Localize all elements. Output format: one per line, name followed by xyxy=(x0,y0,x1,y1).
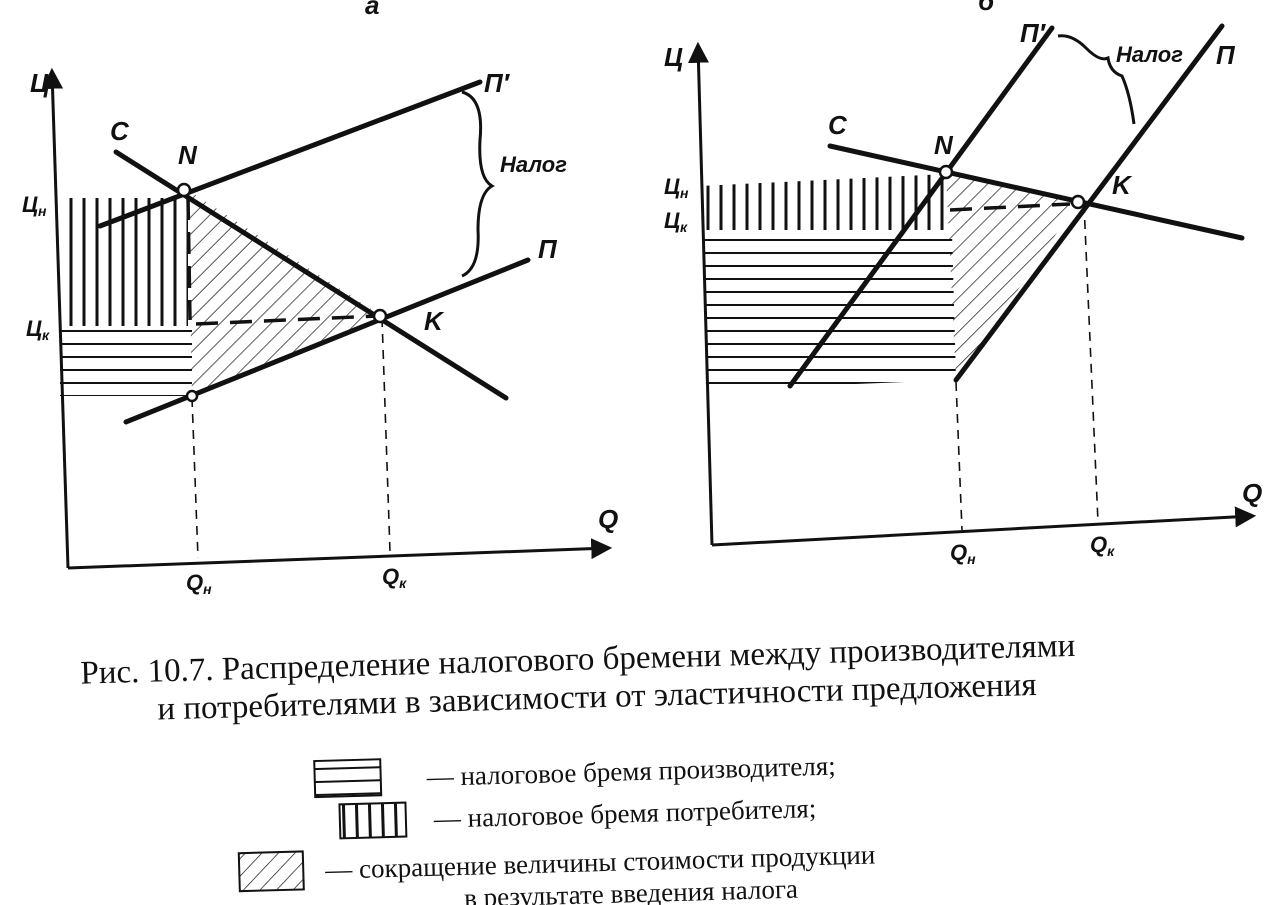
panel-a-label: а xyxy=(365,0,379,20)
panel-a-guide-price-k xyxy=(195,314,379,326)
caption: Рис. 10.7. Распределение налогового брем… xyxy=(80,628,1076,728)
panel-a-deadweight-loss xyxy=(188,190,382,396)
panel-b: б Ц Q Налог С N K П′ П Цн Цк Qн Qк xyxy=(664,0,1262,567)
panel-a-y-axis-label: Ц xyxy=(30,68,49,98)
legend-swatch-horizontal xyxy=(313,758,383,799)
panel-a-supply-taxed-label: П′ xyxy=(484,68,511,98)
panel-a-supply-label: П xyxy=(538,234,558,264)
panel-b-producer-burden xyxy=(704,230,956,390)
panel-a-consumer-burden xyxy=(60,198,188,326)
panel-a-supply-taxed-curve xyxy=(97,79,483,229)
panel-b-guide-qk xyxy=(1083,203,1099,523)
panel-b-qty-new-label: Qн xyxy=(950,540,976,567)
panel-b-tax-label: Налог xyxy=(1116,42,1183,67)
legend-item-consumer: — налоговое бремя потребителя; xyxy=(338,793,817,840)
legend: — налоговое бремя производителя; — налог… xyxy=(237,751,876,905)
panel-b-price-new-label: Цн xyxy=(664,174,689,201)
legend-item-producer: — налоговое бремя производителя; xyxy=(313,751,836,799)
panel-b-point-n-label: N xyxy=(934,130,954,160)
legend-swatch-vertical xyxy=(338,801,408,840)
panel-a-demand-label: С xyxy=(110,116,130,146)
panel-a-point-supply-qn xyxy=(185,389,199,403)
panel-a-qty-old-label: Qк xyxy=(382,564,407,591)
panel-a-qty-new-label: Qн xyxy=(186,570,212,597)
panel-b-demand-label: С xyxy=(828,110,848,140)
panel-b-point-k xyxy=(1070,194,1086,210)
legend-item-deadweight: — сокращение величины стоимости продукци… xyxy=(237,839,876,905)
panel-a-price-old-label: Цк xyxy=(26,316,50,343)
panel-b-point-k-label: K xyxy=(1112,170,1133,200)
panel-b-label: б xyxy=(978,0,995,16)
panel-b-price-old-label: Цк xyxy=(664,208,688,235)
panel-a-guide-qk xyxy=(381,317,391,553)
legend-text-producer: — налоговое бремя производителя; xyxy=(425,751,836,792)
panel-a: а Ц Q Налог С N K П′ П Цн Цк Qн xyxy=(22,0,618,597)
panel-b-qty-old-label: Qк xyxy=(1090,532,1115,559)
panel-a-x-axis-label: Q xyxy=(598,504,618,534)
panel-a-producer-burden xyxy=(60,326,192,396)
panel-a-point-k xyxy=(372,308,388,324)
panel-b-supply-taxed-curve xyxy=(787,25,1055,389)
panel-b-consumer-burden xyxy=(700,174,950,230)
panel-b-guide-qn xyxy=(955,381,963,531)
panel-b-supply-curve xyxy=(953,23,1225,383)
panel-b-supply-taxed-label: П′ xyxy=(1020,18,1047,48)
panel-b-demand-curve xyxy=(827,143,1245,241)
panel-a-y-axis xyxy=(42,67,70,569)
panel-a-guide-n-vertical xyxy=(186,197,192,321)
panel-a-point-k-label: K xyxy=(424,306,445,336)
panel-a-guide-qn xyxy=(191,397,199,559)
panel-a-x-axis xyxy=(67,538,613,570)
panel-b-y-axis-label: Ц xyxy=(664,42,683,72)
panel-a-tax-label: Налог xyxy=(500,152,567,177)
panel-a-price-new-label: Цн xyxy=(22,192,47,219)
legend-text-consumer: — налоговое бремя потребителя; xyxy=(432,793,816,834)
legend-swatch-diagonal xyxy=(237,850,305,893)
panel-b-tax-brace xyxy=(1057,34,1136,125)
panel-b-supply-label: П xyxy=(1216,40,1236,70)
panel-b-point-n xyxy=(938,164,954,180)
panel-b-y-axis xyxy=(687,41,714,546)
panel-b-x-axis xyxy=(711,506,1257,547)
panel-a-point-n xyxy=(176,182,192,198)
panel-b-x-axis-label: Q xyxy=(1242,478,1262,508)
panel-a-point-n-label: N xyxy=(178,140,198,170)
panel-b-guide-price-k xyxy=(949,202,1071,212)
panel-a-tax-brace xyxy=(461,90,496,278)
panel-b-deadweight-loss xyxy=(946,174,1078,380)
